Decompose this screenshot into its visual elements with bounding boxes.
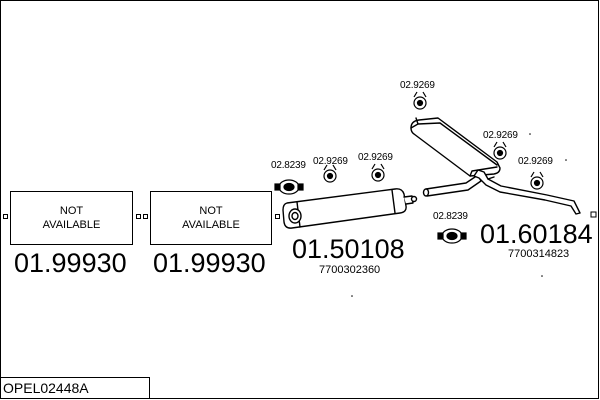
not-available-label-line1: NOT bbox=[59, 205, 84, 217]
fitting-number-rubber-b: 02.9269 bbox=[358, 152, 393, 163]
section-connector bbox=[275, 214, 280, 219]
section-connector bbox=[143, 214, 148, 219]
connecting-pipe-icon bbox=[422, 174, 482, 197]
middle-silencer-icon bbox=[282, 188, 418, 229]
marker-dots bbox=[351, 133, 567, 297]
not-available-box-1: NOT AVAILABLE bbox=[10, 191, 133, 245]
middle-silencer-part-number: 01.50108 bbox=[292, 234, 405, 264]
fitting-number-rubber-a: 02.9269 bbox=[313, 156, 348, 167]
rubber-hanger-icon bbox=[323, 164, 337, 183]
fitting-number-rubber-c: 02.9269 bbox=[400, 80, 435, 91]
clamp-icons bbox=[274, 179, 467, 244]
section-connector bbox=[136, 214, 141, 219]
fitting-number-rubber-e: 02.9269 bbox=[518, 156, 553, 167]
rear-silencer-icon bbox=[410, 117, 581, 215]
not-available-label-line2: AVAILABLE bbox=[182, 219, 240, 231]
section-connector bbox=[590, 211, 597, 218]
rear-silencer-part-number: 01.60184 bbox=[480, 219, 593, 249]
rubber-hanger-icon bbox=[413, 91, 427, 110]
rubber-hanger-icon bbox=[371, 163, 385, 182]
clamp-icon bbox=[274, 179, 304, 195]
section-connector bbox=[3, 214, 8, 219]
not-available-label-line1: NOT bbox=[199, 205, 223, 217]
diagram-code-label: OPEL02448A bbox=[0, 377, 150, 399]
middle-silencer-oem-number: 7700302360 bbox=[319, 264, 381, 276]
fitting-number-clamp-a: 02.8239 bbox=[271, 160, 306, 171]
clamp-icon bbox=[437, 228, 467, 244]
part-number-2: 01.99930 bbox=[153, 248, 266, 278]
part-number-1: 01.99930 bbox=[14, 248, 127, 278]
not-available-box-2: NOT AVAILABLE bbox=[150, 191, 272, 245]
rubber-hanger-icon bbox=[493, 141, 507, 160]
hanger-icons bbox=[323, 91, 544, 190]
fitting-number-rubber-d: 02.9269 bbox=[483, 130, 518, 141]
rear-silencer-oem-number: 7700314823 bbox=[508, 248, 570, 260]
fitting-number-clamp-b: 02.8239 bbox=[433, 211, 468, 222]
not-available-label-line2: AVAILABLE bbox=[42, 219, 101, 231]
rubber-hanger-icon bbox=[530, 171, 544, 190]
